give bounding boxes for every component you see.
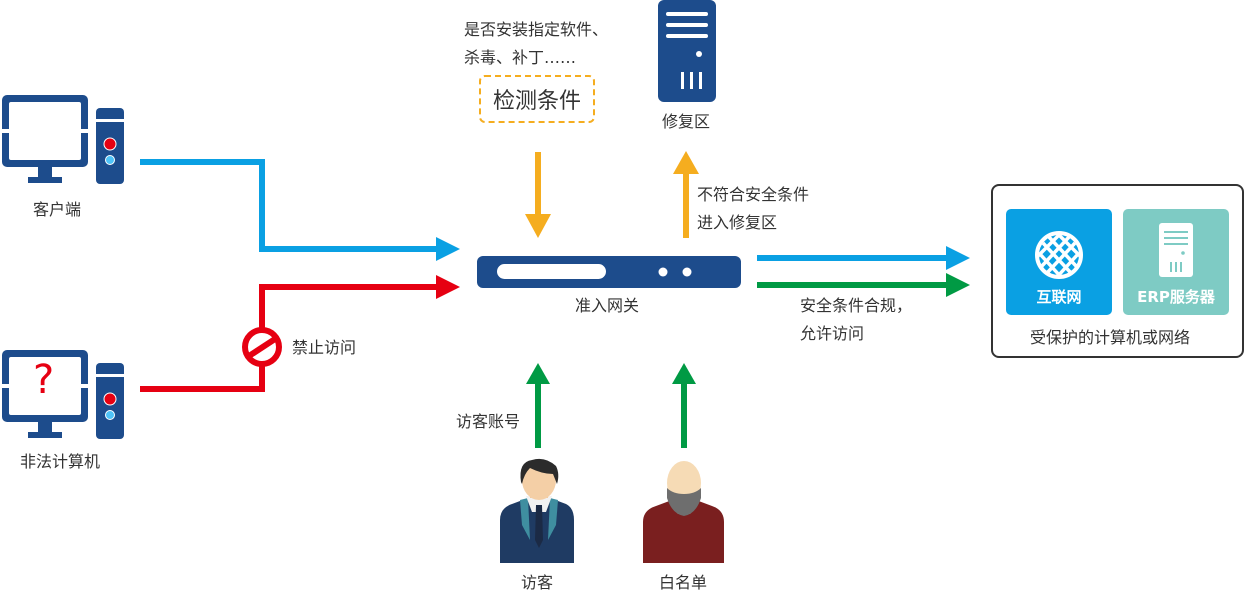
illegal-connector: [140, 284, 438, 392]
client-connector: [140, 159, 438, 252]
remediation-label: 修复区: [661, 112, 711, 131]
erp-server-tile: ERP服务器: [1123, 209, 1229, 315]
server-icon: [658, 0, 716, 102]
remediation-arrowhead: [673, 151, 699, 174]
noncompliant-label-line1: 不符合安全条件: [697, 185, 810, 204]
gateway-label: 准入网关: [574, 296, 640, 315]
desktop-computer-icon: [2, 95, 124, 184]
detection-conditions-label: 检测条件: [492, 89, 581, 114]
protected-network-caption: 受保护的计算机或网络: [1029, 328, 1191, 347]
globe-icon: [1035, 231, 1083, 279]
whitelist-label: 白名单: [658, 573, 708, 592]
erp-server-tile-label: ERP服务器: [1137, 288, 1215, 306]
question-mark-icon: ?: [33, 357, 55, 403]
internet-tile: 互联网: [1006, 209, 1112, 315]
internet-tile-label: 互联网: [1036, 288, 1082, 306]
deny-access-label: 禁止访问: [292, 338, 357, 357]
unknown-computer-icon: [2, 350, 124, 439]
visitor-account-label: 访客账号: [456, 412, 521, 431]
visitor-label: 访客: [520, 573, 554, 592]
detection-arrowhead: [525, 214, 551, 238]
noncompliant-label-line2: 进入修复区: [697, 213, 778, 232]
detection-note-line2: 杀毒、补丁……: [464, 48, 577, 67]
client-label: 客户端: [32, 200, 82, 219]
server-icon: [1159, 223, 1193, 277]
detection-conditions-box: 检测条件: [479, 75, 595, 123]
prohibited-icon: [242, 327, 282, 367]
whitelist-arrowhead: [672, 363, 696, 384]
visitor-person-icon: [500, 458, 574, 563]
client-arrowhead: [436, 237, 460, 261]
compliant-label-line1: 安全条件合规，: [800, 296, 913, 315]
outbound-blue-arrowhead: [946, 246, 970, 270]
bearded-person-icon: [643, 461, 724, 563]
illegal-computer-label: 非法计算机: [19, 452, 101, 471]
gateway-device-icon: [477, 256, 741, 288]
compliant-label-line2: 允许访问: [800, 324, 865, 343]
outbound-green-arrowhead: [946, 273, 970, 297]
illegal-arrowhead: [436, 275, 460, 299]
detection-note-line1: 是否安装指定软件、: [464, 20, 609, 39]
visitor-arrowhead: [526, 363, 550, 384]
